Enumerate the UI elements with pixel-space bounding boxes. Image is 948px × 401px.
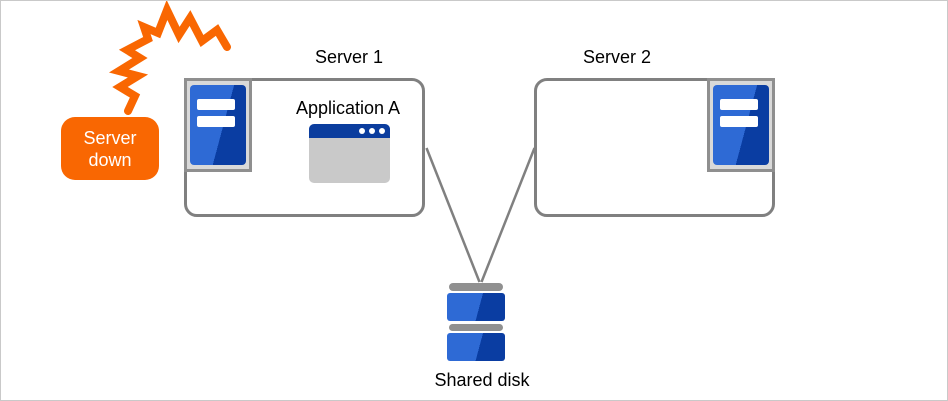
app-window-body [309, 138, 390, 183]
server-tower-slot [197, 116, 235, 127]
app-window-icon [309, 124, 390, 183]
server-down-badge: Server down [61, 117, 159, 180]
server-down-badge-line2: down [88, 149, 132, 170]
app-window-dot [359, 128, 365, 134]
application-a-label: Application A [295, 98, 401, 118]
app-window-dot [369, 128, 375, 134]
server-tower-slot [720, 99, 758, 110]
server2-tower-panel [707, 78, 775, 172]
connection-line-server2-disk [480, 147, 536, 283]
server1-label: Server 1 [314, 47, 384, 67]
shared-disk-unit [447, 333, 505, 361]
app-window-dot [379, 128, 385, 134]
server1-tower-panel [184, 78, 252, 172]
server2-label: Server 2 [582, 47, 652, 67]
server-down-badge-line1: Server [83, 127, 137, 148]
server-tower-slot [720, 116, 758, 127]
shared-disk-cap [449, 283, 503, 291]
shared-disk-icon [447, 283, 505, 361]
server-tower-slot [197, 99, 235, 110]
connection-line-server1-disk [425, 147, 481, 283]
shared-disk-label: Shared disk [434, 370, 530, 390]
shared-disk-cap [449, 324, 503, 331]
shared-disk-unit [447, 293, 505, 321]
server-tower-icon [713, 85, 769, 165]
app-window-titlebar [309, 124, 390, 138]
server2-box [534, 78, 775, 217]
server-tower-icon [190, 85, 246, 165]
